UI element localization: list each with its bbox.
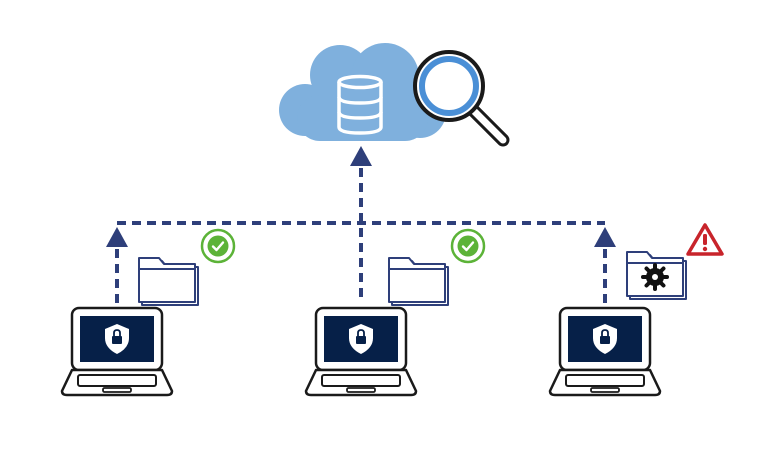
connector-lines xyxy=(115,168,607,303)
laptop-shield-icon xyxy=(304,306,418,397)
endpoint-right xyxy=(548,223,724,397)
check-circle-icon xyxy=(200,228,236,264)
right-arrowhead-icon xyxy=(594,227,616,247)
endpoint-center xyxy=(304,228,486,397)
folder-icon xyxy=(138,257,199,306)
magnifier-icon xyxy=(413,50,510,147)
laptop-shield-icon xyxy=(548,306,662,397)
center-arrowhead-icon xyxy=(350,146,372,166)
endpoint-left xyxy=(60,228,236,397)
malware-gear-icon xyxy=(641,263,669,291)
check-circle-icon xyxy=(450,228,486,264)
database-icon xyxy=(337,74,383,135)
laptop-shield-icon xyxy=(60,306,174,397)
left-arrowhead-icon xyxy=(106,227,128,247)
folder-icon xyxy=(388,257,449,306)
warning-triangle-icon xyxy=(686,223,724,256)
